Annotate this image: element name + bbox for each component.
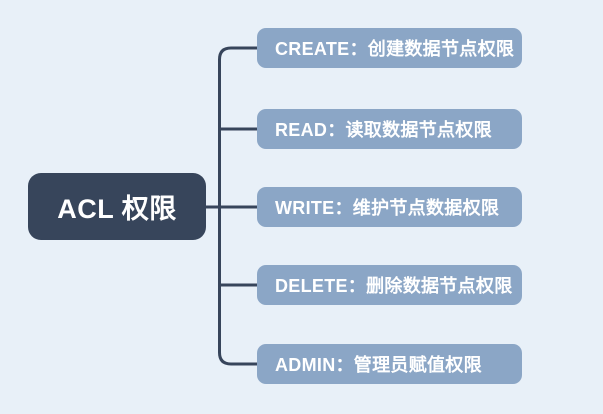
branch-node-label: ADMIN：管理员赋值权限 bbox=[275, 355, 482, 375]
root-node-label: ACL 权限 bbox=[57, 194, 177, 224]
branch-node-delete[interactable]: DELETE：删除数据节点权限 bbox=[257, 265, 522, 305]
branch-node-create[interactable]: CREATE：创建数据节点权限 bbox=[257, 28, 522, 68]
branch-node-label: CREATE：创建数据节点权限 bbox=[275, 39, 515, 59]
branch-node-read[interactable]: READ：读取数据节点权限 bbox=[257, 109, 522, 149]
branch-node-label: READ：读取数据节点权限 bbox=[275, 120, 492, 140]
branch-node-label: DELETE：删除数据节点权限 bbox=[275, 276, 513, 296]
branch-node-label: WRITE：维护节点数据权限 bbox=[275, 198, 500, 218]
root-node-acl[interactable]: ACL 权限 bbox=[28, 173, 206, 240]
branch-node-write[interactable]: WRITE：维护节点数据权限 bbox=[257, 187, 522, 227]
trunk-line bbox=[218, 46, 259, 366]
branch-node-admin[interactable]: ADMIN：管理员赋值权限 bbox=[257, 344, 522, 384]
